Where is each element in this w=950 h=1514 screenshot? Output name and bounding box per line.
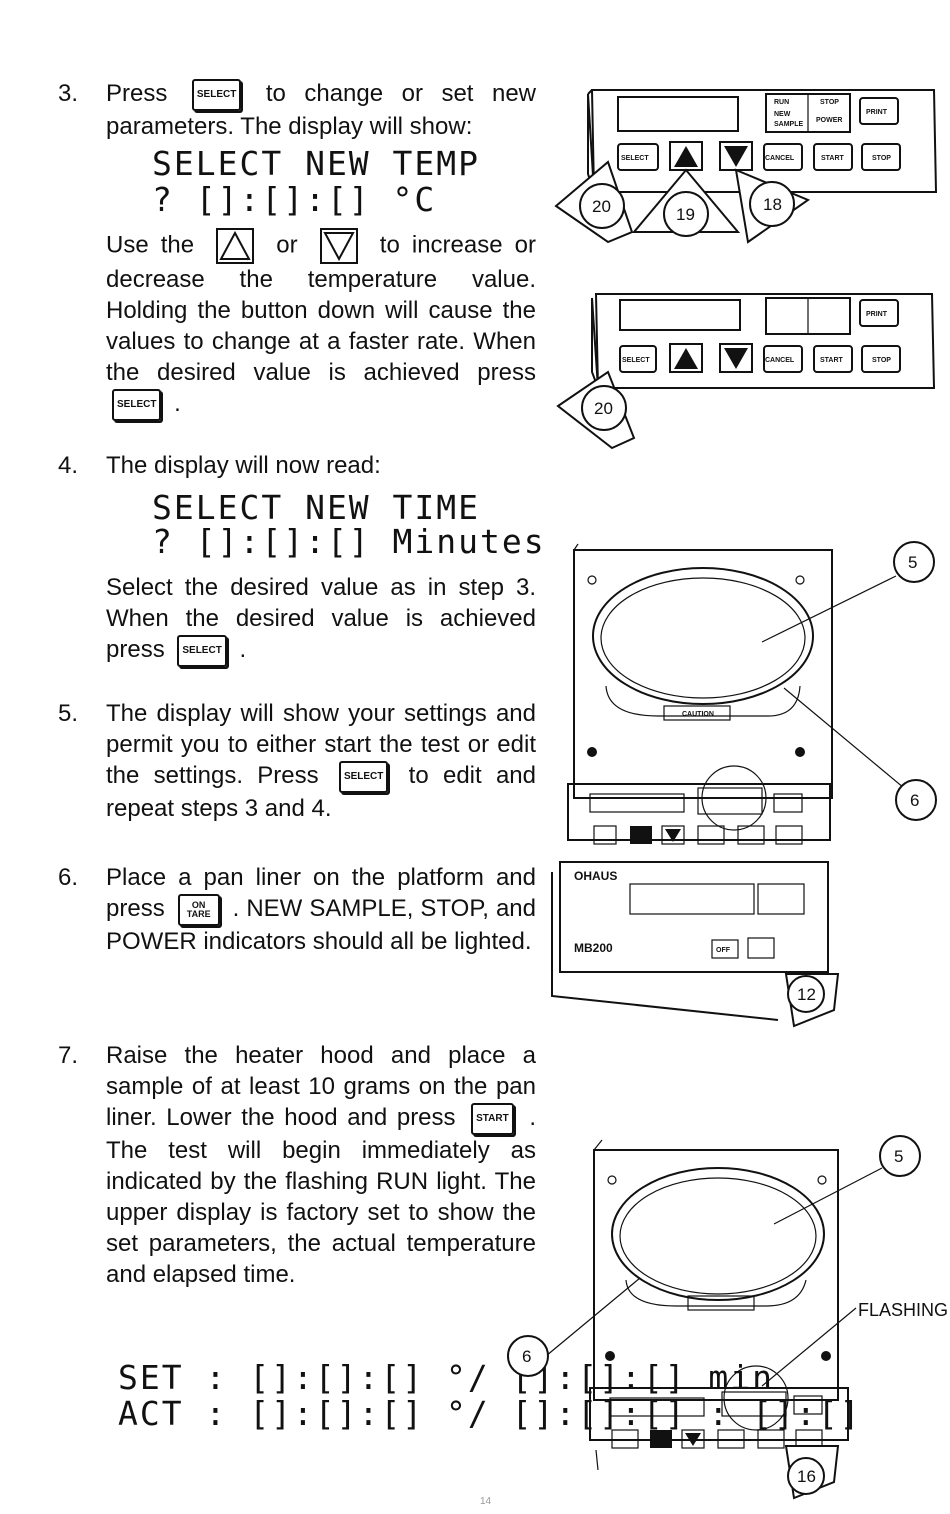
step-text: to increase or decrease the temperature … <box>106 231 536 386</box>
key-on-label: ON <box>191 899 206 910</box>
page-number: 14 <box>480 1496 492 1507</box>
cancel-label: CANCEL <box>765 155 795 162</box>
step-text: . NEW SAMPLE, STOP, and POWER indicators… <box>106 895 537 955</box>
step-3-intro: Press SELECT to change or set new parame… <box>106 78 536 142</box>
callout-18: 18 <box>763 195 782 214</box>
callout-12: 12 <box>797 985 816 1004</box>
display-act-line: ACT : []:[]:[] °/ []:[]:[] : []:[] <box>118 1394 862 1433</box>
select-key: SELECT <box>191 78 242 111</box>
lcd-line-1: SELECT NEW TEMP <box>152 144 481 183</box>
start-label: START <box>821 155 845 162</box>
select-label: SELECT <box>622 357 650 364</box>
stop-button-label: STOP <box>872 357 891 364</box>
cancel-label: CANCEL <box>765 357 795 364</box>
sample-label: SAMPLE <box>774 121 804 128</box>
step-text: to change or set new parameters. The dis… <box>106 80 537 140</box>
step-text: Use the <box>106 231 195 259</box>
run-label: RUN <box>774 99 789 106</box>
model-label: MB200 <box>574 941 613 955</box>
start-label: START <box>820 357 844 364</box>
callout-20: 20 <box>592 197 611 216</box>
analyzer-figure-1: CAUTION OHAUS MB200 OFF 5 6 12 <box>551 541 937 1028</box>
callout-6: 6 <box>910 791 919 810</box>
brand-label: OHAUS <box>574 869 617 883</box>
step-text: Press <box>106 80 168 107</box>
callout-16: 16 <box>797 1467 816 1486</box>
step-number: 7. <box>58 1042 79 1069</box>
off-label: OFF <box>716 947 731 954</box>
select-key: SELECT <box>338 760 389 793</box>
callout-6: 6 <box>522 1347 531 1366</box>
lcd-line-2: ? []:[]:[] °C <box>152 180 437 219</box>
up-arrow-key <box>216 228 255 264</box>
control-panel-figure-1: RUN NEW SAMPLE STOP POWER PRINT SELECT C… <box>554 89 938 244</box>
step-number: 4. <box>58 452 79 479</box>
stop-button-label: STOP <box>872 155 891 162</box>
callout-20: 20 <box>594 399 613 418</box>
down-arrow-key <box>319 228 358 264</box>
print-label: PRINT <box>866 311 888 318</box>
display-set-line: SET : []:[]:[] °/ []:[]:[] min <box>118 1358 775 1397</box>
flashing-label: FLASHING <box>858 1300 948 1320</box>
step-text: . <box>239 636 247 663</box>
stop-label: STOP <box>820 99 839 106</box>
callout-19: 19 <box>676 205 695 224</box>
caution-label: CAUTION <box>682 711 714 718</box>
step-text: Place a pan liner on the platform and pr… <box>106 864 536 922</box>
lcd-line-2: ? []:[]:[] Minutes <box>152 522 546 561</box>
select-key: SELECT <box>177 634 227 667</box>
lcd-line-1: SELECT NEW TIME <box>152 488 481 527</box>
step-text: to edit and repeat steps 3 and 4. <box>106 762 536 822</box>
select-key: SELECT <box>112 388 162 421</box>
step-text: . <box>174 390 181 417</box>
callout-5: 5 <box>908 553 917 572</box>
step-text: or <box>276 231 298 259</box>
step-text: Select the desired value as in step 3. W… <box>106 574 536 663</box>
control-panel-figure-2: PRINT SELECT CANCEL START STOP 20 <box>556 293 936 450</box>
power-label: POWER <box>816 117 842 124</box>
select-label: SELECT <box>621 155 649 162</box>
step-text: Raise the heater hood and place a sample… <box>106 1042 536 1131</box>
step-text: . The test will begin immediately as ind… <box>106 1104 537 1288</box>
start-key: START <box>471 1102 514 1135</box>
print-label: PRINT <box>866 109 888 116</box>
step-number: 3. <box>58 80 79 107</box>
callout-5: 5 <box>894 1147 903 1166</box>
analyzer-figure-2: 5 FLASHING 6 16 <box>507 1135 948 1500</box>
new-label: NEW <box>774 111 791 118</box>
step-number: 5. <box>58 700 79 727</box>
step-text: The display will show your settings and … <box>106 700 536 789</box>
step-text: The display will now read: <box>106 452 381 479</box>
key-tare-label: TARE <box>186 908 211 919</box>
step-number: 6. <box>58 864 79 891</box>
